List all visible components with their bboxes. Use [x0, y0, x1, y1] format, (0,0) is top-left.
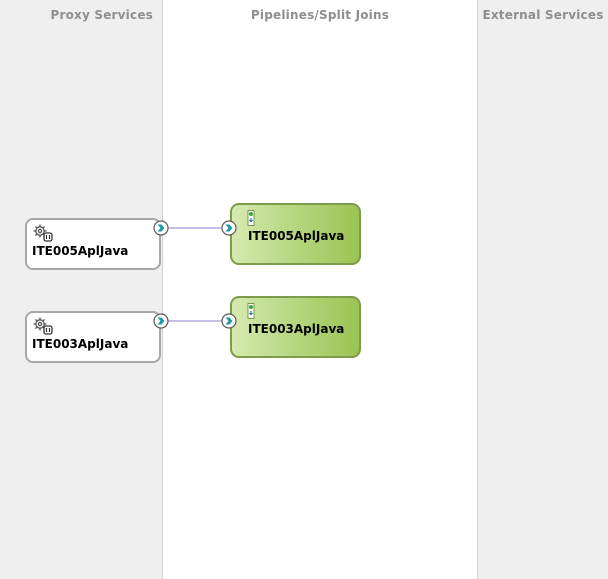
pipeline-input-connector-icon[interactable] [221, 220, 237, 236]
pipelines-header: Pipelines/Split Joins [250, 8, 390, 22]
proxy-service-node[interactable]: ITE003AplJava [25, 311, 161, 363]
proxy-name: ITE003AplJava [32, 337, 129, 351]
pipeline-stage-icon [247, 210, 255, 226]
proxy-name: ITE005AplJava [32, 244, 129, 258]
wire-2[interactable] [168, 320, 224, 322]
wire-1[interactable] [168, 227, 224, 229]
proxy-services-lane: Proxy Services [0, 0, 162, 579]
external-services-lane: External Services [478, 0, 608, 579]
pipeline-node[interactable]: ITE003AplJava [230, 296, 361, 358]
pipeline-node[interactable]: ITE005AplJava [230, 203, 361, 265]
pipeline-input-connector-icon[interactable] [221, 313, 237, 329]
pipelines-lane: Pipelines/Split Joins [162, 0, 478, 579]
pipeline-name: ITE005AplJava [248, 229, 345, 243]
pipeline-name: ITE003AplJava [248, 322, 345, 336]
proxy-services-header: Proxy Services [50, 8, 153, 22]
external-services-header: External Services [482, 8, 604, 22]
proxy-gear-icon [33, 224, 53, 242]
proxy-output-connector-icon[interactable] [153, 313, 169, 329]
proxy-gear-icon [33, 317, 53, 335]
pipeline-stage-icon [247, 303, 255, 319]
proxy-output-connector-icon[interactable] [153, 220, 169, 236]
proxy-service-node[interactable]: ITE005AplJava [25, 218, 161, 270]
